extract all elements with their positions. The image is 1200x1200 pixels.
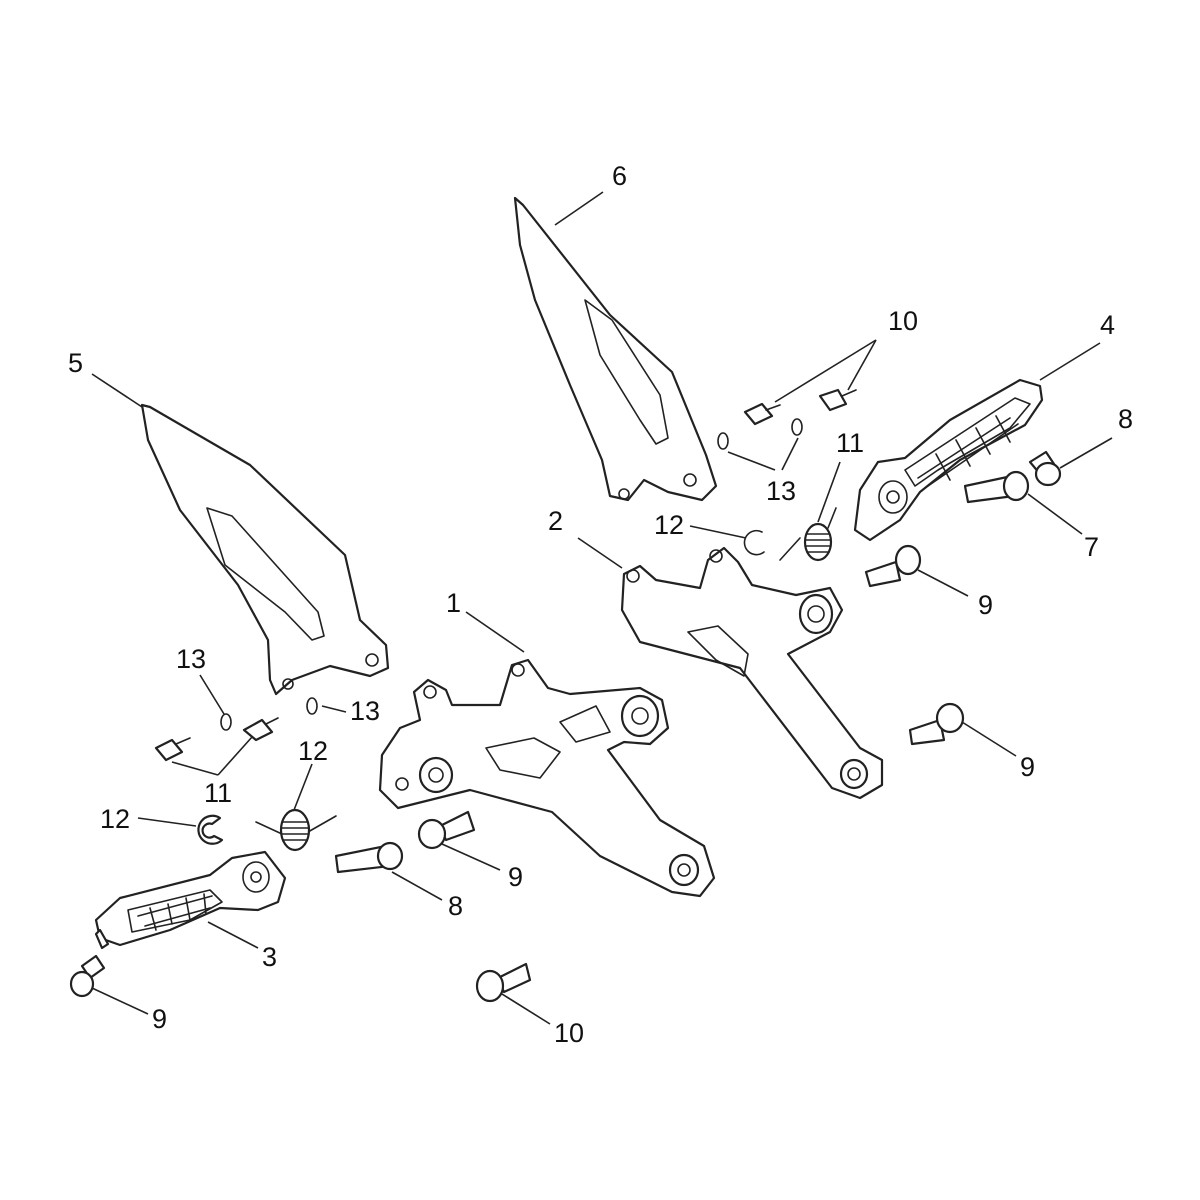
callout-part-8: 9 bbox=[152, 1004, 167, 1034]
callout-part-13: 13 bbox=[176, 644, 206, 674]
callout-part-5: 5 bbox=[68, 348, 83, 378]
callout-part-12: 12 bbox=[100, 804, 130, 834]
callout-part-8: 8 bbox=[1118, 404, 1133, 434]
callout-part-2: 2 bbox=[548, 506, 563, 536]
return-spring-right bbox=[779, 507, 837, 562]
heel-guard-right bbox=[513, 196, 718, 502]
callout-part-10: 10 bbox=[888, 306, 918, 336]
callout-part-9: 10 bbox=[554, 1018, 584, 1048]
e-clip-right bbox=[743, 529, 765, 556]
callout-part-9: 9 bbox=[508, 862, 523, 892]
leader-lines bbox=[91, 191, 1113, 1025]
footpeg-right bbox=[853, 378, 1044, 542]
callout-part-13: 13 bbox=[350, 696, 380, 726]
peg-bolts bbox=[69, 450, 1062, 998]
callout-part-3: 3 bbox=[262, 942, 277, 972]
callout-part-4: 4 bbox=[1100, 310, 1115, 340]
callout-labels: 6 5 10 4 11 8 13 12 2 7 9 1 13 13 12 9 1… bbox=[68, 161, 1133, 1048]
heel-guard-left bbox=[140, 403, 390, 696]
pivot-pins bbox=[334, 470, 1030, 874]
callout-part-11: 12 bbox=[298, 736, 328, 766]
e-clip-left bbox=[197, 814, 224, 845]
callout-part-1: 1 bbox=[446, 588, 461, 618]
callout-part-9: 9 bbox=[1020, 752, 1035, 782]
callout-part-12: 12 bbox=[654, 510, 684, 540]
heel-guard-bolts bbox=[154, 388, 857, 762]
callout-part-7: 7 bbox=[1084, 532, 1099, 562]
cap-screws bbox=[417, 544, 965, 1003]
callout-part-9: 9 bbox=[978, 590, 993, 620]
callout-part-7: 8 bbox=[448, 891, 463, 921]
callout-part-11: 11 bbox=[836, 428, 864, 458]
footrest-hanger-left bbox=[378, 658, 716, 898]
return-spring-left bbox=[255, 808, 337, 852]
callout-part-6: 6 bbox=[612, 161, 627, 191]
footpeg-left bbox=[94, 850, 287, 950]
callout-part-10: 11 bbox=[204, 778, 232, 808]
callout-part-13: 13 bbox=[766, 476, 796, 506]
footrest-hanger-right bbox=[620, 546, 884, 800]
washers bbox=[220, 418, 803, 731]
